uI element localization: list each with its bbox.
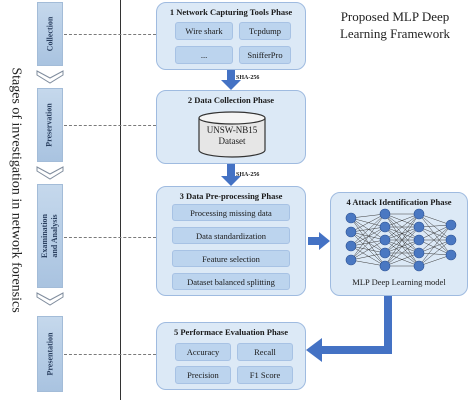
phase-1-title: 1 Network Capturing Tools Phase [169, 7, 293, 17]
dataset-subtitle: Dataset [218, 136, 246, 146]
phase-4-title: 4 Attack Identification Phase [346, 197, 452, 207]
sha-label-2: SHA-256 [236, 172, 260, 178]
step-feature-selection: Feature selection [172, 250, 290, 267]
dashed-connector [64, 34, 156, 35]
tool-ellipsis: ... [175, 46, 233, 64]
tool-wireshark: Wire shark [175, 22, 233, 40]
phase-5-title: 5 Performace Evaluation Phase [173, 327, 289, 337]
step-missing-data: Processing missing data [172, 204, 290, 221]
stage-label-examination: Examination and Analysis [40, 213, 60, 259]
stage-examination: Examination and Analysis [37, 184, 63, 288]
metric-recall: Recall [237, 343, 293, 361]
dataset-name: UNSW-NB15 [206, 125, 258, 135]
metric-f1-score: F1 Score [237, 366, 293, 384]
sha-label-1: SHA-256 [236, 75, 260, 81]
side-title-text: Stages of investigation in network foren… [9, 67, 24, 313]
step-balanced-splitting: Dataset balanced splitting [172, 273, 290, 290]
dashed-connector [64, 237, 156, 238]
stage-presentation: Presentation [37, 316, 63, 392]
arrow-right-icon [308, 232, 330, 250]
phase-3-title: 3 Data Pre-processing Phase [179, 191, 283, 201]
stage-label-collection: Collection [45, 16, 55, 52]
framework-title: Proposed MLP Deep Learning Framework [339, 9, 451, 41]
dashed-connector [64, 354, 156, 355]
chevron-down-icon [36, 166, 64, 180]
metric-accuracy: Accuracy [175, 343, 231, 361]
phase-2-title: 2 Data Collection Phase [187, 95, 275, 105]
arrow-down-icon [221, 164, 241, 186]
phase-2-data-collection: 2 Data Collection Phase UNSW-NB15 Datase… [156, 90, 306, 164]
side-title: Stages of investigation in network foren… [8, 40, 24, 340]
divider-line [120, 0, 121, 400]
dashed-connector [64, 125, 156, 126]
metric-precision: Precision [175, 366, 231, 384]
arrow-elbow-icon [306, 296, 392, 362]
stage-label-presentation: Presentation [45, 332, 54, 376]
tool-tcpdump: Tcpdump [239, 22, 291, 40]
phase-4-attack-identification: 4 Attack Identification Phase MLP Deep L… [330, 192, 468, 296]
phase-3-preprocessing: 3 Data Pre-processing Phase Processing m… [156, 186, 306, 296]
chevron-down-icon [36, 70, 64, 84]
phase-5-performance-evaluation: 5 Performace Evaluation Phase Accuracy R… [156, 322, 306, 390]
stage-preservation: Preservation [37, 88, 63, 162]
model-label: MLP Deep Learning model [352, 277, 446, 287]
neural-network-diagram [345, 208, 457, 272]
arrow-down-icon [221, 70, 241, 90]
stage-label-preservation: Preservation [45, 103, 54, 147]
database-icon [198, 111, 266, 158]
tool-snifferpro: SnifferPro [239, 46, 291, 64]
chevron-down-icon [36, 292, 64, 306]
step-standardization: Data standardization [172, 227, 290, 244]
stage-collection: Collection [37, 2, 63, 66]
dataset-label: UNSW-NB15 Dataset [197, 125, 267, 147]
phase-1-capturing-tools: 1 Network Capturing Tools Phase Wire sha… [156, 2, 306, 70]
